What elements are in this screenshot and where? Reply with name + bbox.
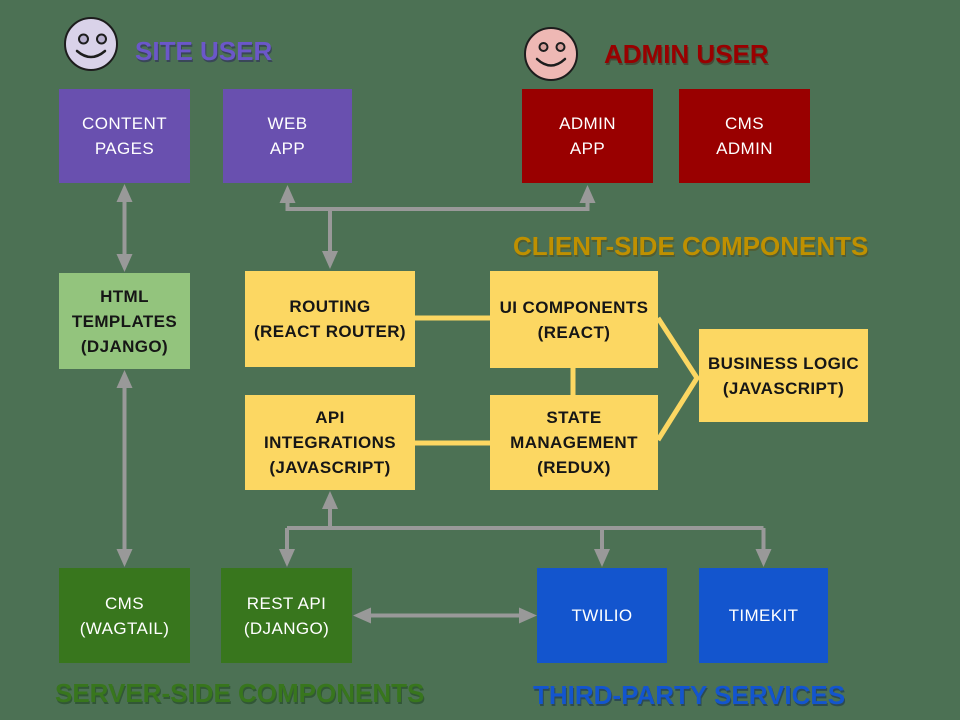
site-user-face-icon [64,17,118,71]
edge-to-business-logic [655,316,700,442]
node-rest-api-text: REST API (DJANGO) [243,593,330,638]
node-admin-app-text: ADMIN APP [559,114,616,158]
node-twilio-text: TWILIO [571,606,633,625]
node-rest-api: REST API (DJANGO) [221,568,352,663]
node-routing-text: ROUTING (REACT ROUTER) [254,297,406,341]
node-timekit-text: TIMEKIT [728,606,799,625]
node-content-pages: CONTENT PAGES [59,89,190,183]
node-business-logic-text: BUSINESS LOGIC (JAVASCRIPT) [707,353,860,398]
server-side-components-label: SERVER-SIDE COMPONENTS [55,678,425,708]
node-business-logic: BUSINESS LOGIC (JAVASCRIPT) [699,329,868,422]
third-party-services-label: THIRD-PARTY SERVICES [533,680,846,710]
node-html-templates-text: HTML TEMPLATES (DJANGO) [71,286,178,356]
node-ui-components-text: UI COMPONENTS (REACT) [499,297,649,342]
node-content-pages-text: CONTENT PAGES [82,114,167,158]
node-cms: CMS (WAGTAIL) [59,568,190,663]
node-web-app-text: WEB APP [267,114,308,158]
node-cms-admin: CMS ADMIN [679,89,810,183]
admin-user-face-icon [524,27,578,81]
node-routing: ROUTING (REACT ROUTER) [245,271,415,367]
node-cms-admin-text: CMS ADMIN [716,114,773,158]
site-user-label: SITE USER [135,36,273,66]
node-api-integrations: API INTEGRATIONS (JAVASCRIPT) [245,395,415,490]
admin-user-label: ADMIN USER [604,39,769,69]
node-api-integrations-text: API INTEGRATIONS (JAVASCRIPT) [264,408,396,477]
node-html-templates: HTML TEMPLATES (DJANGO) [59,273,190,369]
client-side-components-label: CLIENT-SIDE COMPONENTS [513,231,869,261]
edge-rest-api-twilio [353,607,537,624]
node-timekit: TIMEKIT [699,568,828,663]
node-twilio: TWILIO [537,568,667,663]
edge-content-pages-html-templates [116,184,133,272]
node-state-management: STATE MANAGEMENT (REDUX) [490,395,658,490]
node-ui-components: UI COMPONENTS (REACT) [490,271,658,368]
edge-api-integrations-hub [279,491,772,567]
node-cms-text: CMS (WAGTAIL) [79,593,170,638]
node-admin-app: ADMIN APP [522,89,653,183]
edge-html-templates-cms [116,370,133,567]
node-web-app: WEB APP [223,89,352,183]
node-state-management-text: STATE MANAGEMENT (REDUX) [510,408,638,477]
